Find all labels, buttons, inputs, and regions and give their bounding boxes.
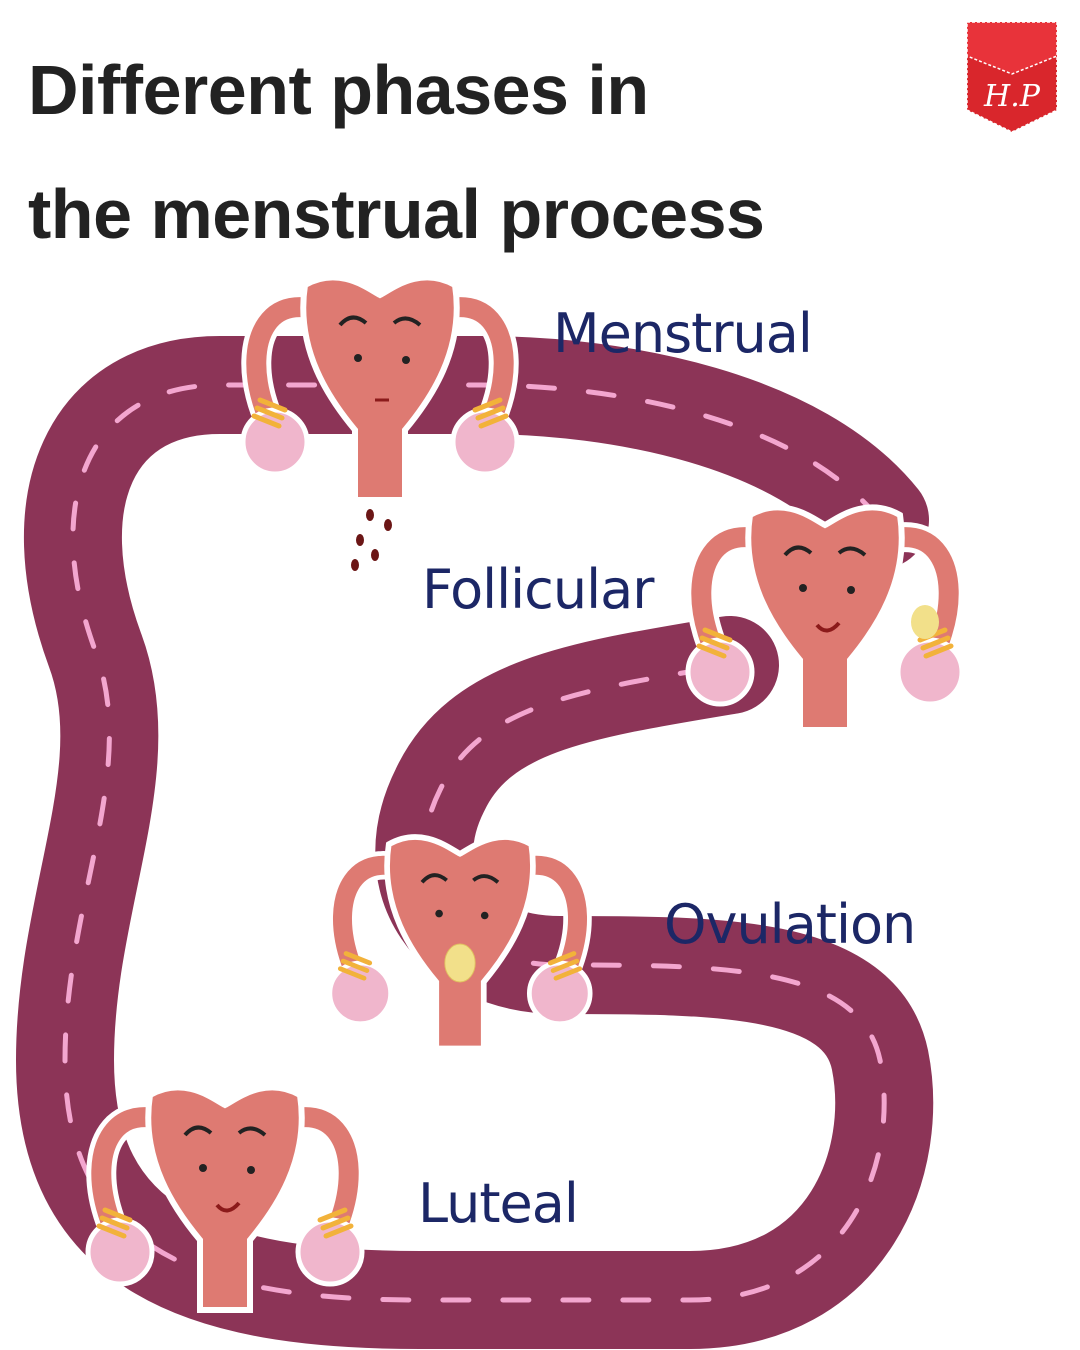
- eyebrow: [472, 874, 500, 884]
- fimbriae: [696, 627, 733, 659]
- ovary: [240, 407, 310, 477]
- blood-drop: [371, 549, 379, 561]
- eyebrow: [783, 545, 813, 557]
- ovary: [526, 960, 593, 1027]
- hp-logo: H.P: [966, 21, 1058, 133]
- fimbriae: [547, 951, 583, 981]
- label-follicular: Follicular: [422, 558, 654, 621]
- mouth: [215, 1201, 241, 1213]
- label-ovulation: Ovulation: [664, 893, 916, 956]
- ovary: [295, 1217, 365, 1287]
- eyebrow: [392, 316, 422, 327]
- eye: [799, 584, 807, 592]
- uterus-menstrual: [240, 274, 520, 571]
- uterus-body: [300, 274, 460, 503]
- eye: [354, 354, 362, 362]
- blood-drop: [351, 559, 359, 571]
- eye: [247, 1166, 255, 1174]
- fimbriae: [317, 1207, 354, 1239]
- eyebrow: [183, 1125, 213, 1137]
- eye: [480, 911, 489, 920]
- label-luteal: Luteal: [418, 1172, 579, 1235]
- fimbriae: [96, 1207, 133, 1239]
- blood-drop: [384, 519, 392, 531]
- label-menstrual: Menstrual: [553, 302, 813, 365]
- fimbriae: [337, 951, 373, 981]
- ovary: [895, 637, 965, 707]
- uterus-ovulation: [327, 834, 593, 1052]
- fimbriae: [472, 397, 509, 429]
- eye: [402, 356, 410, 364]
- egg: [444, 943, 476, 983]
- uterus-luteal: [85, 1084, 365, 1313]
- svg-text:H.P: H.P: [983, 79, 1041, 114]
- uterus-follicular: [685, 504, 965, 733]
- ovary: [450, 407, 520, 477]
- uterus-body: [745, 504, 905, 733]
- blood-drop: [366, 509, 374, 521]
- title-line-1: Different phases in: [28, 51, 649, 129]
- page-title: Different phases in the menstrual process: [28, 28, 765, 276]
- eyebrow: [837, 546, 867, 557]
- uterus-body: [384, 834, 536, 1052]
- title-line-2: the menstrual process: [28, 175, 765, 253]
- eye: [199, 1164, 207, 1172]
- eye: [435, 909, 443, 918]
- ovary: [85, 1217, 155, 1287]
- mouth: [815, 621, 841, 633]
- eye: [847, 586, 855, 594]
- ovary: [327, 960, 394, 1027]
- blood-drop: [356, 534, 364, 546]
- uterus-body: [145, 1084, 305, 1313]
- eyebrow: [237, 1126, 267, 1137]
- fimbriae: [251, 397, 288, 429]
- eyebrow: [420, 873, 448, 884]
- ovary: [685, 637, 755, 707]
- egg: [911, 605, 939, 639]
- eyebrow: [338, 315, 368, 327]
